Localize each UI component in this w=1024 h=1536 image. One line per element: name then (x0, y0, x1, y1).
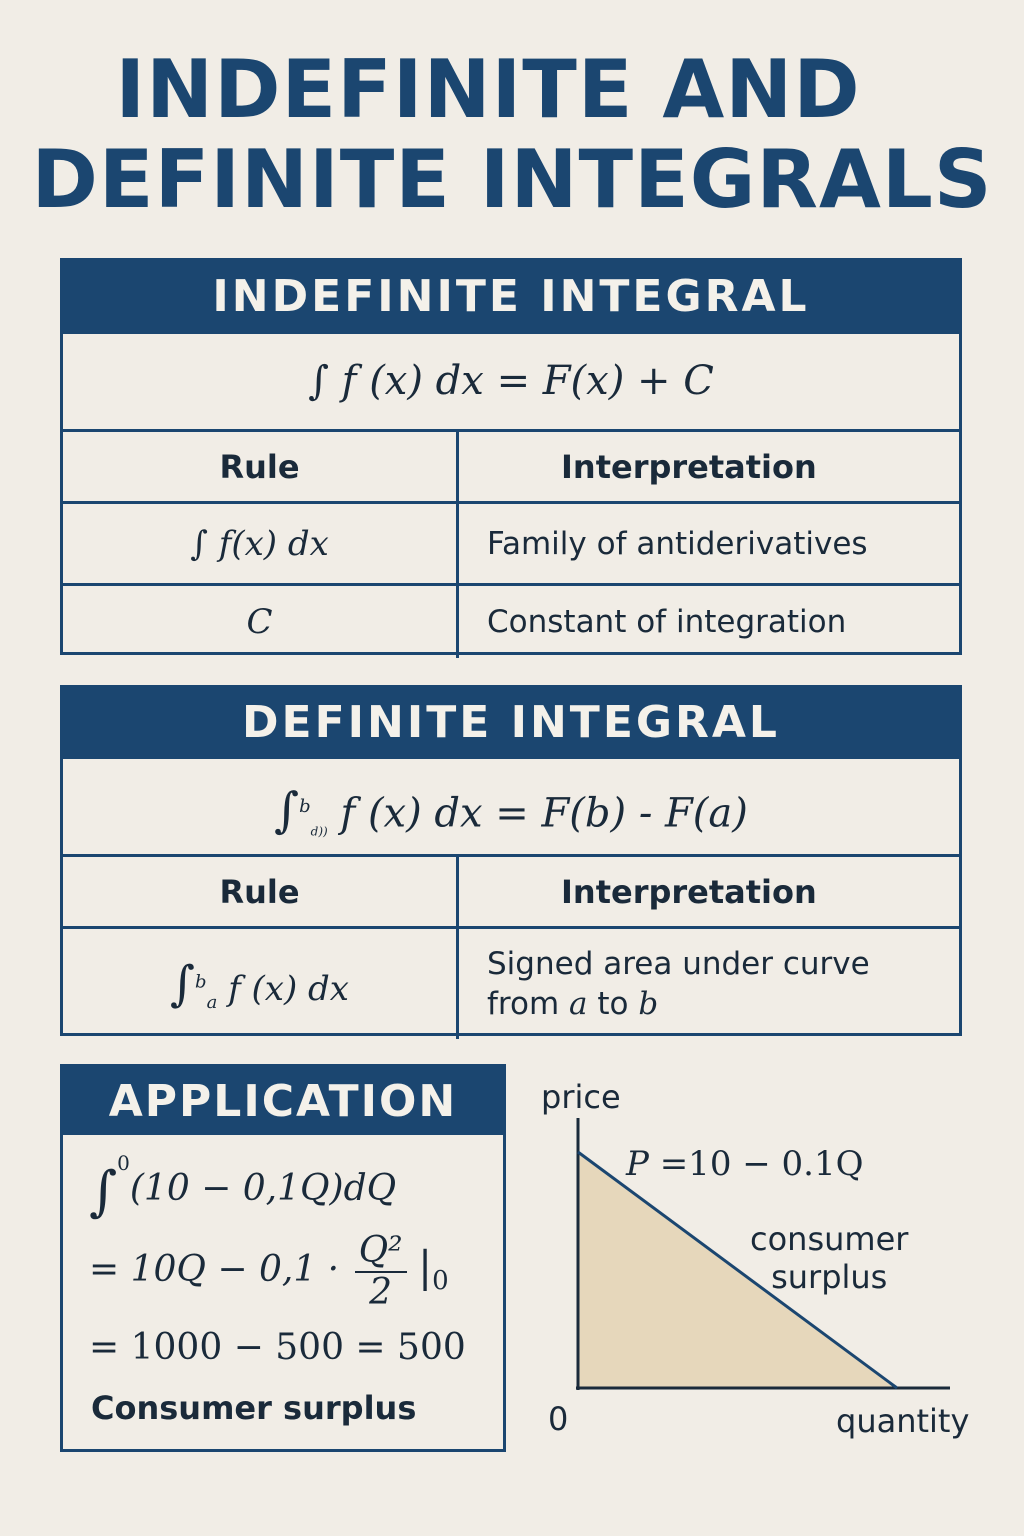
integrand: (10 − 0,1Q)dQ (129, 1168, 397, 1209)
page-title-line-2: DEFINITE INTEGRALS (31, 133, 993, 226)
application-panel: APPLICATION ∫0(10 − 0,1Q)dQ = 10Q − 0,1 … (60, 1064, 506, 1452)
equation-rest: =10 − 0.1Q (648, 1144, 864, 1184)
interpretation-column-header: Interpretation (561, 447, 817, 486)
region-label-line-1: consumer (750, 1220, 909, 1258)
demand-equation: P =10 − 0.1Q (626, 1144, 864, 1184)
interpretation-cell: Signed area under curve from a to b (487, 944, 870, 1024)
region-label: consumer surplus (750, 1220, 908, 1296)
upper-limit: 0 (117, 1151, 130, 1175)
interpretation-cell: Family of antiderivatives (487, 525, 868, 562)
indefinite-integral-panel: INDEFINITE INTEGRAL ∫ f (x) dx = F(x) + … (60, 258, 962, 658)
application-line-1: ∫0(10 − 0,1Q)dQ (89, 1151, 396, 1223)
application-header: APPLICATION (63, 1067, 503, 1135)
rule-column-header: Rule (219, 447, 300, 486)
application-line-3: = 1000 − 500 = 500 (89, 1327, 466, 1368)
definite-formula: ∫b d)) f (x) dx = F(b) - F(a) (63, 756, 959, 854)
fraction-numerator: Q² (354, 1231, 407, 1273)
page-title-line-1: INDEFINITE AND (115, 43, 861, 136)
indefinite-table-header-row: Rule Interpretation (63, 429, 959, 501)
var-a: a (569, 986, 588, 1022)
application-line-2: = 10Q − 0,1 · Q² 2 |0 (89, 1231, 449, 1313)
var-b: b (638, 986, 659, 1022)
x-axis-label: quantity (836, 1402, 970, 1440)
fraction: Q² 2 (354, 1231, 407, 1313)
table-row: ∫ba f (x) dx Signed area under curve fro… (63, 926, 959, 1039)
definite-header: DEFINITE INTEGRAL (63, 688, 959, 756)
demand-curve (577, 1150, 898, 1390)
definite-integral-panel: DEFINITE INTEGRAL ∫bd)) f (x) dx = F(b) … (60, 685, 962, 1039)
definite-formula-body: f (x) dx = F(b) - F(a) (340, 790, 748, 837)
rule-body: f (x) dx (228, 968, 349, 1009)
upper-limit: b (299, 796, 311, 817)
fraction-denominator: 2 (369, 1272, 392, 1313)
consumer-surplus-label: Consumer surplus (91, 1389, 417, 1427)
integral-sign-icon: ∫ (274, 782, 300, 839)
upper-limit: b (195, 971, 207, 993)
indefinite-header: INDEFINITE INTEGRAL (63, 261, 959, 331)
evaluation-bar: | (417, 1242, 433, 1291)
interpretation-cell: Constant of integration (487, 604, 847, 640)
equation-p: P (626, 1144, 649, 1184)
antiderivative-text: = 10Q − 0,1 · (89, 1249, 340, 1290)
table-row: C Constant of integration (63, 583, 959, 658)
interpretation-line-2: from a to b (487, 984, 870, 1024)
rule-column-header: Rule (219, 872, 300, 911)
integral-sign-icon: ∫ (89, 1159, 118, 1223)
origin-label: 0 (548, 1400, 569, 1438)
table-row: ∫ f(x) dx Family of antiderivatives (63, 501, 959, 583)
integral-sign-icon: ∫ (170, 955, 196, 1012)
rule-cell: C (246, 602, 273, 642)
to-text: to (587, 986, 639, 1022)
definite-table-header-row: Rule Interpretation (63, 854, 959, 926)
rule-cell: ∫ba f (x) dx (170, 956, 349, 1013)
region-label-line-2: surplus (771, 1258, 888, 1296)
evaluation-limit: 0 (432, 1266, 449, 1297)
interpretation-column-header: Interpretation (561, 872, 817, 911)
from-text: from (487, 986, 569, 1022)
lower-limit: d)) (310, 824, 328, 839)
indefinite-formula: ∫ f (x) dx = F(x) + C (63, 331, 959, 429)
interpretation-line-1: Signed area under curve (487, 946, 870, 982)
rule-cell: ∫ f(x) dx (190, 523, 329, 564)
y-axis-label: price (541, 1078, 621, 1116)
lower-limit: a (206, 991, 218, 1013)
